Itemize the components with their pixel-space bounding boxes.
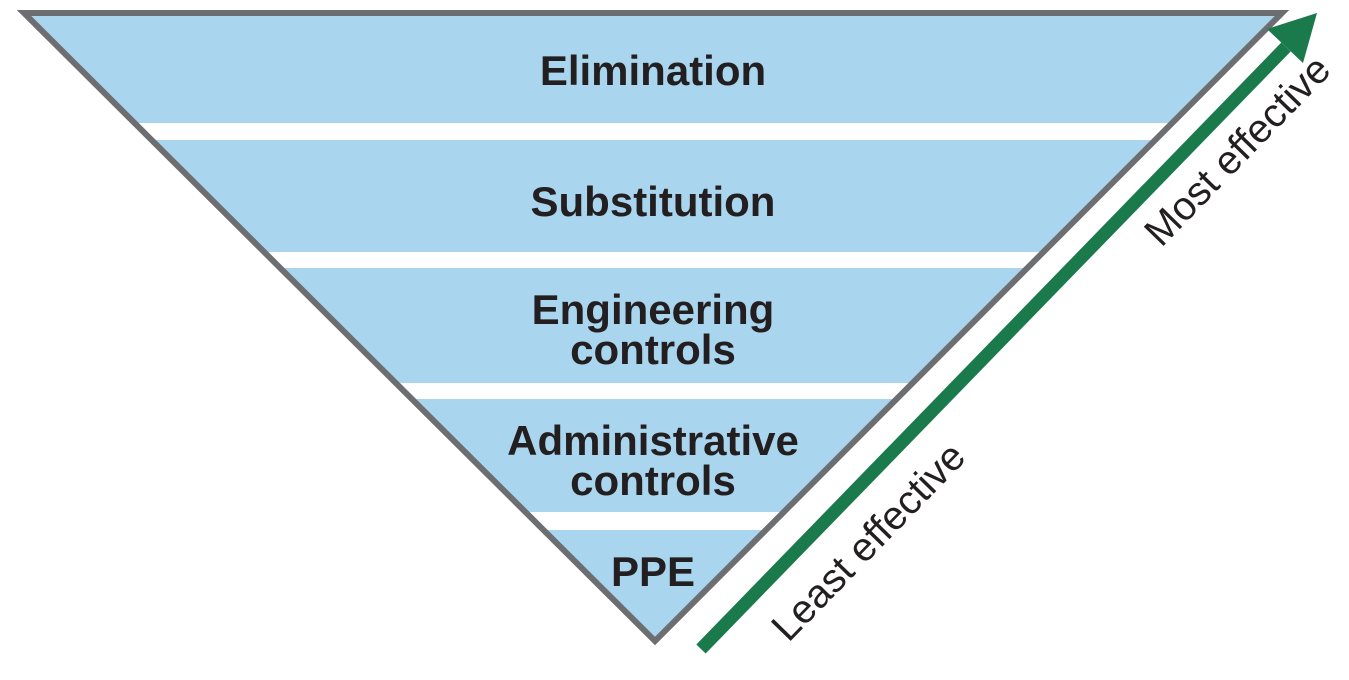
pyramid-band-elimination — [24, 13, 1282, 123]
effectiveness-arrow-shaft — [696, 42, 1291, 654]
pyramid-label-administrative-line2: controls — [570, 457, 736, 504]
pyramid-label-engineering-line2: controls — [570, 326, 736, 373]
pyramid-label-substitution: Substitution — [531, 178, 776, 225]
pyramid-outline — [16, 10, 1290, 646]
effectiveness-arrow-head — [1267, 13, 1317, 63]
pyramid-label-engineering-line1: Engineering — [532, 286, 775, 333]
pyramid-label-elimination: Elimination — [540, 47, 766, 94]
effectiveness-arrow — [696, 13, 1317, 654]
pyramid-label-ppe: PPE — [611, 548, 695, 595]
pyramid-label-administrative-line1: Administrative — [507, 417, 799, 464]
